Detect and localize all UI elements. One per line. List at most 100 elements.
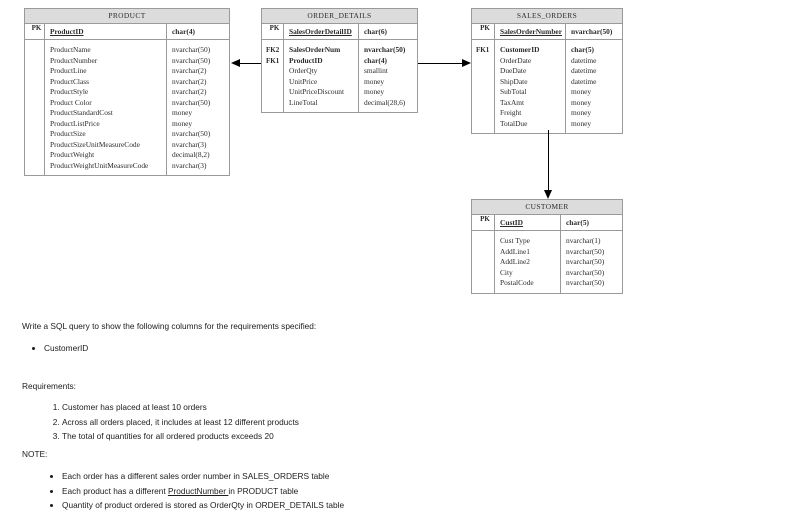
- er-field-name: ProductStandardCost: [50, 108, 113, 117]
- er-field-type: money: [571, 118, 592, 128]
- er-field-type: datetime: [571, 66, 597, 75]
- er-field-type: decimal(8,2): [172, 150, 210, 159]
- er-field-type: nvarchar(2): [172, 66, 207, 75]
- er-field-type: datetime: [571, 76, 597, 86]
- er-field-name: City: [500, 267, 513, 277]
- note-emphasis: ProductNumber: [167, 485, 229, 496]
- note-text: Quantity of product ordered is stored as…: [62, 500, 345, 511]
- er-field-name: ProductSizeUnitMeasureCode: [50, 139, 140, 149]
- er-key-name: CustID: [495, 215, 561, 230]
- er-table-title: CUSTOMER: [472, 200, 622, 215]
- er-field-name: ProductName: [50, 45, 91, 54]
- er-key-type: nvarchar(50): [571, 27, 613, 36]
- note-text: Each order has a different sales order n…: [62, 471, 330, 481]
- er-field-type: nvarchar(50): [172, 55, 211, 65]
- er-field-type: nvarchar(50): [566, 278, 605, 287]
- er-field-type: nvarchar(50): [172, 129, 211, 138]
- er-table-product: PRODUCT PK ProductID char(4) ProductName…: [24, 8, 230, 176]
- er-field-name: SubTotal: [500, 87, 527, 96]
- relationship-line-sales-to-customer: [548, 130, 549, 190]
- er-field-types: nvarchar(50) nvarchar(50) nvarchar(2) nv…: [167, 40, 229, 175]
- note-text: Each product has a different: [62, 485, 168, 496]
- er-field-type: money: [172, 108, 193, 117]
- er-fk-tag: FK1: [266, 56, 280, 65]
- er-key-name: SalesOrderNumber: [495, 24, 566, 39]
- er-field-type: char(5): [571, 45, 594, 54]
- notes-list: Each order has a different sales order n…: [22, 470, 344, 514]
- er-field-types: nvarchar(50) char(4) smallint money mone…: [359, 40, 417, 112]
- er-field-name: CustomerID: [500, 45, 540, 54]
- er-key-tag: PK: [262, 24, 284, 39]
- er-field-name: AddLine2: [500, 257, 530, 266]
- list-item: CustomerID: [44, 342, 88, 354]
- er-key-type: char(6): [364, 27, 387, 36]
- er-field-name: SalesOrderNum: [289, 45, 341, 54]
- er-fk-tag-column: [472, 231, 495, 293]
- er-table-order-details: ORDER_DETAILS PK SalesOrderDetailID char…: [261, 8, 418, 113]
- er-key-type: char(4): [172, 27, 195, 36]
- er-field-type: decimal(28,6): [364, 97, 406, 107]
- er-fk-tag: FK1: [476, 46, 490, 54]
- requirements-list: Customer has placed at least 10 orders A…: [22, 401, 299, 445]
- er-primary-key-row: PK ProductID char(4): [25, 24, 229, 40]
- er-field-type: nvarchar(3): [172, 160, 207, 170]
- er-diagram: PRODUCT PK ProductID char(4) ProductName…: [24, 8, 623, 294]
- er-field-name: ProductListPrice: [50, 118, 100, 128]
- er-field-name: ProductNumber: [50, 55, 98, 65]
- er-field-type: nvarchar(3): [172, 139, 207, 149]
- er-field-block: FK2 FK1 SalesOrderNum ProductID OrderQty…: [262, 40, 417, 112]
- er-table-customer: CUSTOMER PK CustID char(5) Cust Type Add…: [471, 199, 623, 294]
- relationship-line-order-to-product: [240, 63, 261, 64]
- er-field-name: TaxAmt: [500, 97, 525, 107]
- er-field-type: nvarchar(50): [566, 246, 605, 256]
- er-field-name: TotalDue: [500, 118, 528, 128]
- er-field-name: DueDate: [500, 66, 527, 75]
- er-field-name: Product Color: [50, 97, 92, 107]
- er-field-type: money: [172, 118, 193, 128]
- list-item: Each order has a different sales order n…: [62, 470, 344, 482]
- er-fk-tag-column: FK2 FK1: [262, 40, 284, 112]
- er-field-block: FK1 CustomerID OrderDate DueDate ShipDat…: [472, 40, 622, 133]
- relationship-arrow-to-sales: [462, 58, 471, 67]
- er-fk-tag-column: FK1: [472, 40, 495, 133]
- er-field-type: nvarchar(1): [566, 236, 601, 245]
- er-field-names: SalesOrderNum ProductID OrderQty UnitPri…: [284, 40, 359, 112]
- list-item: Each product has a different ProductNumb…: [62, 485, 344, 497]
- er-key-tag: PK: [25, 24, 45, 39]
- er-key-tag: PK: [472, 24, 495, 39]
- er-field-name: ProductSize: [50, 129, 86, 138]
- er-field-types: char(5) datetime datetime datetime money…: [566, 40, 622, 133]
- er-field-name: ProductStyle: [50, 87, 89, 96]
- er-field-name: ProductWeight: [50, 150, 95, 159]
- er-field-type: smallint: [364, 66, 388, 75]
- er-field-type: nvarchar(50): [566, 267, 605, 277]
- note-heading: NOTE:: [22, 449, 48, 459]
- er-field-names: Cust Type AddLine1 AddLine2 City PostalC…: [495, 231, 561, 293]
- er-field-name: ProductLine: [50, 66, 87, 75]
- er-field-name: UnitPriceDiscount: [289, 87, 345, 96]
- er-field-type: nvarchar(2): [172, 87, 207, 96]
- er-field-name: ProductWeightUnitMeasureCode: [50, 160, 149, 170]
- er-key-name: SalesOrderDetailID: [284, 24, 359, 39]
- relationship-arrow-to-customer: [543, 190, 552, 199]
- er-table-sales-orders: SALES_ORDERS PK SalesOrderNumber nvarcha…: [471, 8, 623, 134]
- er-field-type: money: [364, 76, 385, 86]
- er-field-type: money: [571, 87, 592, 96]
- er-field-types: nvarchar(1) nvarchar(50) nvarchar(50) nv…: [561, 231, 622, 293]
- relationship-arrow-to-product: [231, 58, 240, 67]
- er-fk-tag: FK2: [266, 46, 280, 54]
- er-table-title: ORDER_DETAILS: [262, 9, 417, 24]
- er-field-type: datetime: [571, 55, 597, 65]
- er-field-name: AddLine1: [500, 246, 530, 256]
- list-item: Quantity of product ordered is stored as…: [62, 499, 344, 511]
- er-field-type: char(4): [364, 55, 387, 65]
- er-field-name: Freight: [500, 108, 522, 117]
- er-field-type: money: [571, 97, 592, 107]
- er-field-name: PostalCode: [500, 278, 534, 287]
- er-key-type: char(5): [566, 218, 589, 227]
- er-field-type: nvarchar(50): [566, 257, 605, 266]
- er-field-block: Cust Type AddLine1 AddLine2 City PostalC…: [472, 231, 622, 293]
- er-field-name: ProductID: [289, 55, 323, 65]
- er-primary-key-row: PK CustID char(5): [472, 215, 622, 231]
- er-field-type: nvarchar(50): [364, 45, 406, 54]
